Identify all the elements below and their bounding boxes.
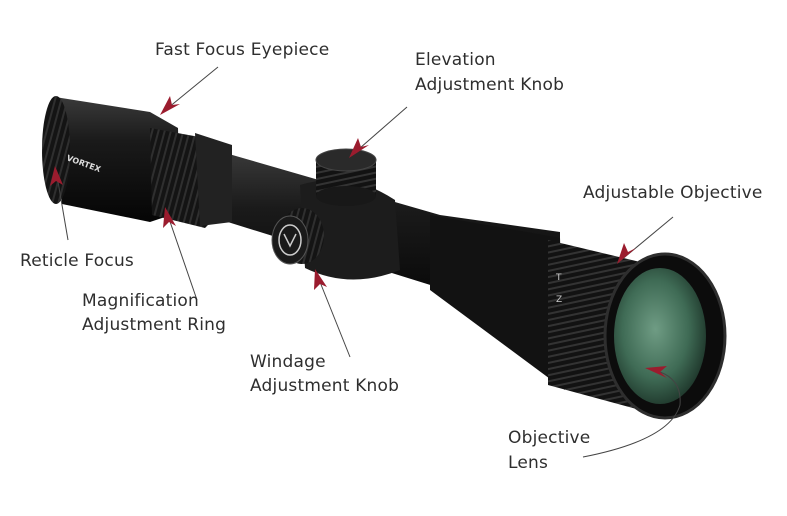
windage-knob-cap [271,215,309,265]
eyepiece-end [42,96,70,204]
arrowhead-icon [645,366,667,378]
label-objective-line1: Objective [508,428,591,448]
label-adjustable-objective: Adjustable Objective [583,183,763,203]
label-reticle-focus: Reticle Focus [20,251,134,271]
arrow-fast-focus [162,66,219,113]
arrowhead-icon [160,96,180,115]
arrowhead-icon [163,207,176,228]
label-windage-line2: Adjustment Knob [250,376,400,396]
arrowheads [50,96,667,378]
arrowhead-icon [50,166,63,186]
arrow-windage [315,271,351,358]
arrow-magnification [165,209,198,301]
label-windage-line1: Windage [250,352,326,372]
elevation-knob-cap [315,148,377,172]
arrowhead-icon [617,243,636,264]
arrowhead-icon [349,138,369,158]
arrowhead-icon [314,269,327,290]
turret-housing [300,180,400,280]
label-objective-line2: Lens [508,453,549,473]
label-elevation-line2: Adjustment Knob [415,75,565,95]
eyepiece-body [55,97,180,222]
objective-lens-glass [614,268,706,404]
arrow-objective-lens [582,371,681,458]
label-elevation-line1: Elevation [415,50,496,70]
svg-text:Z: Z [556,295,562,305]
scope-body: VORTEX T Z [42,96,727,420]
label-magnification-line1: Magnification [82,291,200,311]
label-fast-focus-eyepiece: Fast Focus Eyepiece [155,40,330,60]
objective-bell [430,215,565,390]
svg-text:T: T [555,273,562,283]
label-magnification-line2: Adjustment Ring [82,315,227,335]
